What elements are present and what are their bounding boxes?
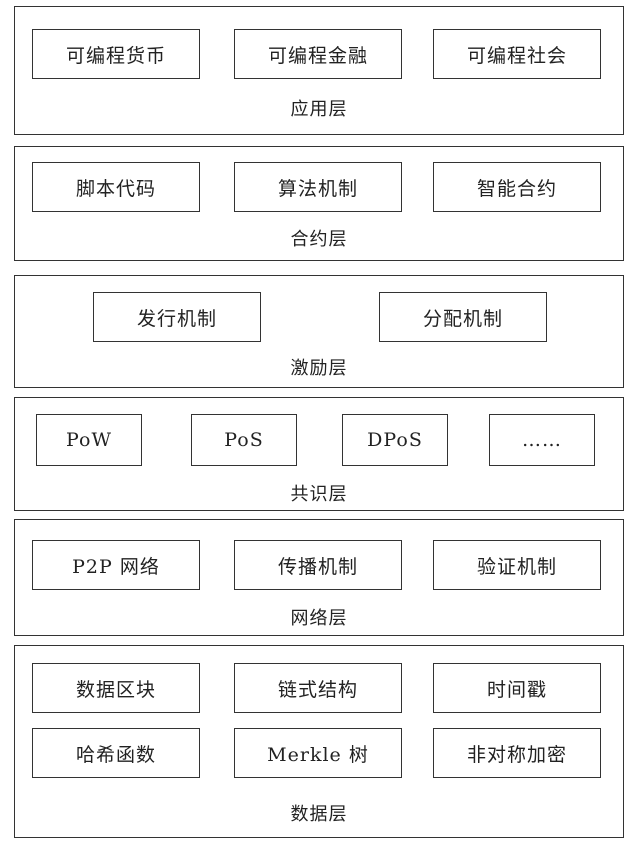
timestamp-box: 时间戳 xyxy=(433,663,601,713)
contract-layer: 脚本代码 算法机制 智能合约 合约层 xyxy=(14,146,624,261)
script-code-box: 脚本代码 xyxy=(32,162,200,212)
data-block-box: 数据区块 xyxy=(32,663,200,713)
chain-structure-box: 链式结构 xyxy=(234,663,402,713)
pow-box: PoW xyxy=(36,414,142,466)
consensus-layer-label: 共识层 xyxy=(290,484,348,505)
smart-contract-box: 智能合约 xyxy=(433,162,601,212)
distribution-mechanism-box: 分配机制 xyxy=(379,292,547,342)
application-layer: 可编程货币 可编程金融 可编程社会 应用层 xyxy=(14,6,624,135)
network-layer: P2P 网络 传播机制 验证机制 网络层 xyxy=(14,519,624,636)
hash-function-box: 哈希函数 xyxy=(32,728,200,778)
data-layer: 数据区块 链式结构 时间戳 哈希函数 Merkle 树 非对称加密 数据层 xyxy=(14,645,624,838)
network-layer-label: 网络层 xyxy=(290,608,348,629)
consensus-layer: PoW PoS DPoS …… 共识层 xyxy=(14,397,624,511)
verification-mechanism-box: 验证机制 xyxy=(433,540,601,590)
asymmetric-encryption-box: 非对称加密 xyxy=(433,728,601,778)
more-ellipsis-box: …… xyxy=(489,414,595,466)
algorithm-mechanism-box: 算法机制 xyxy=(234,162,402,212)
incentive-layer-label: 激励层 xyxy=(290,358,348,379)
application-layer-label: 应用层 xyxy=(290,99,348,120)
incentive-layer: 发行机制 分配机制 激励层 xyxy=(14,275,624,388)
issuance-mechanism-box: 发行机制 xyxy=(93,292,261,342)
programmable-currency-box: 可编程货币 xyxy=(32,29,200,79)
programmable-finance-box: 可编程金融 xyxy=(234,29,402,79)
pos-box: PoS xyxy=(191,414,297,466)
data-layer-label: 数据层 xyxy=(290,804,348,825)
p2p-network-box: P2P 网络 xyxy=(32,540,200,590)
dpos-box: DPoS xyxy=(342,414,448,466)
contract-layer-label: 合约层 xyxy=(290,229,348,250)
merkle-tree-box: Merkle 树 xyxy=(234,728,402,778)
propagation-mechanism-box: 传播机制 xyxy=(234,540,402,590)
programmable-society-box: 可编程社会 xyxy=(433,29,601,79)
